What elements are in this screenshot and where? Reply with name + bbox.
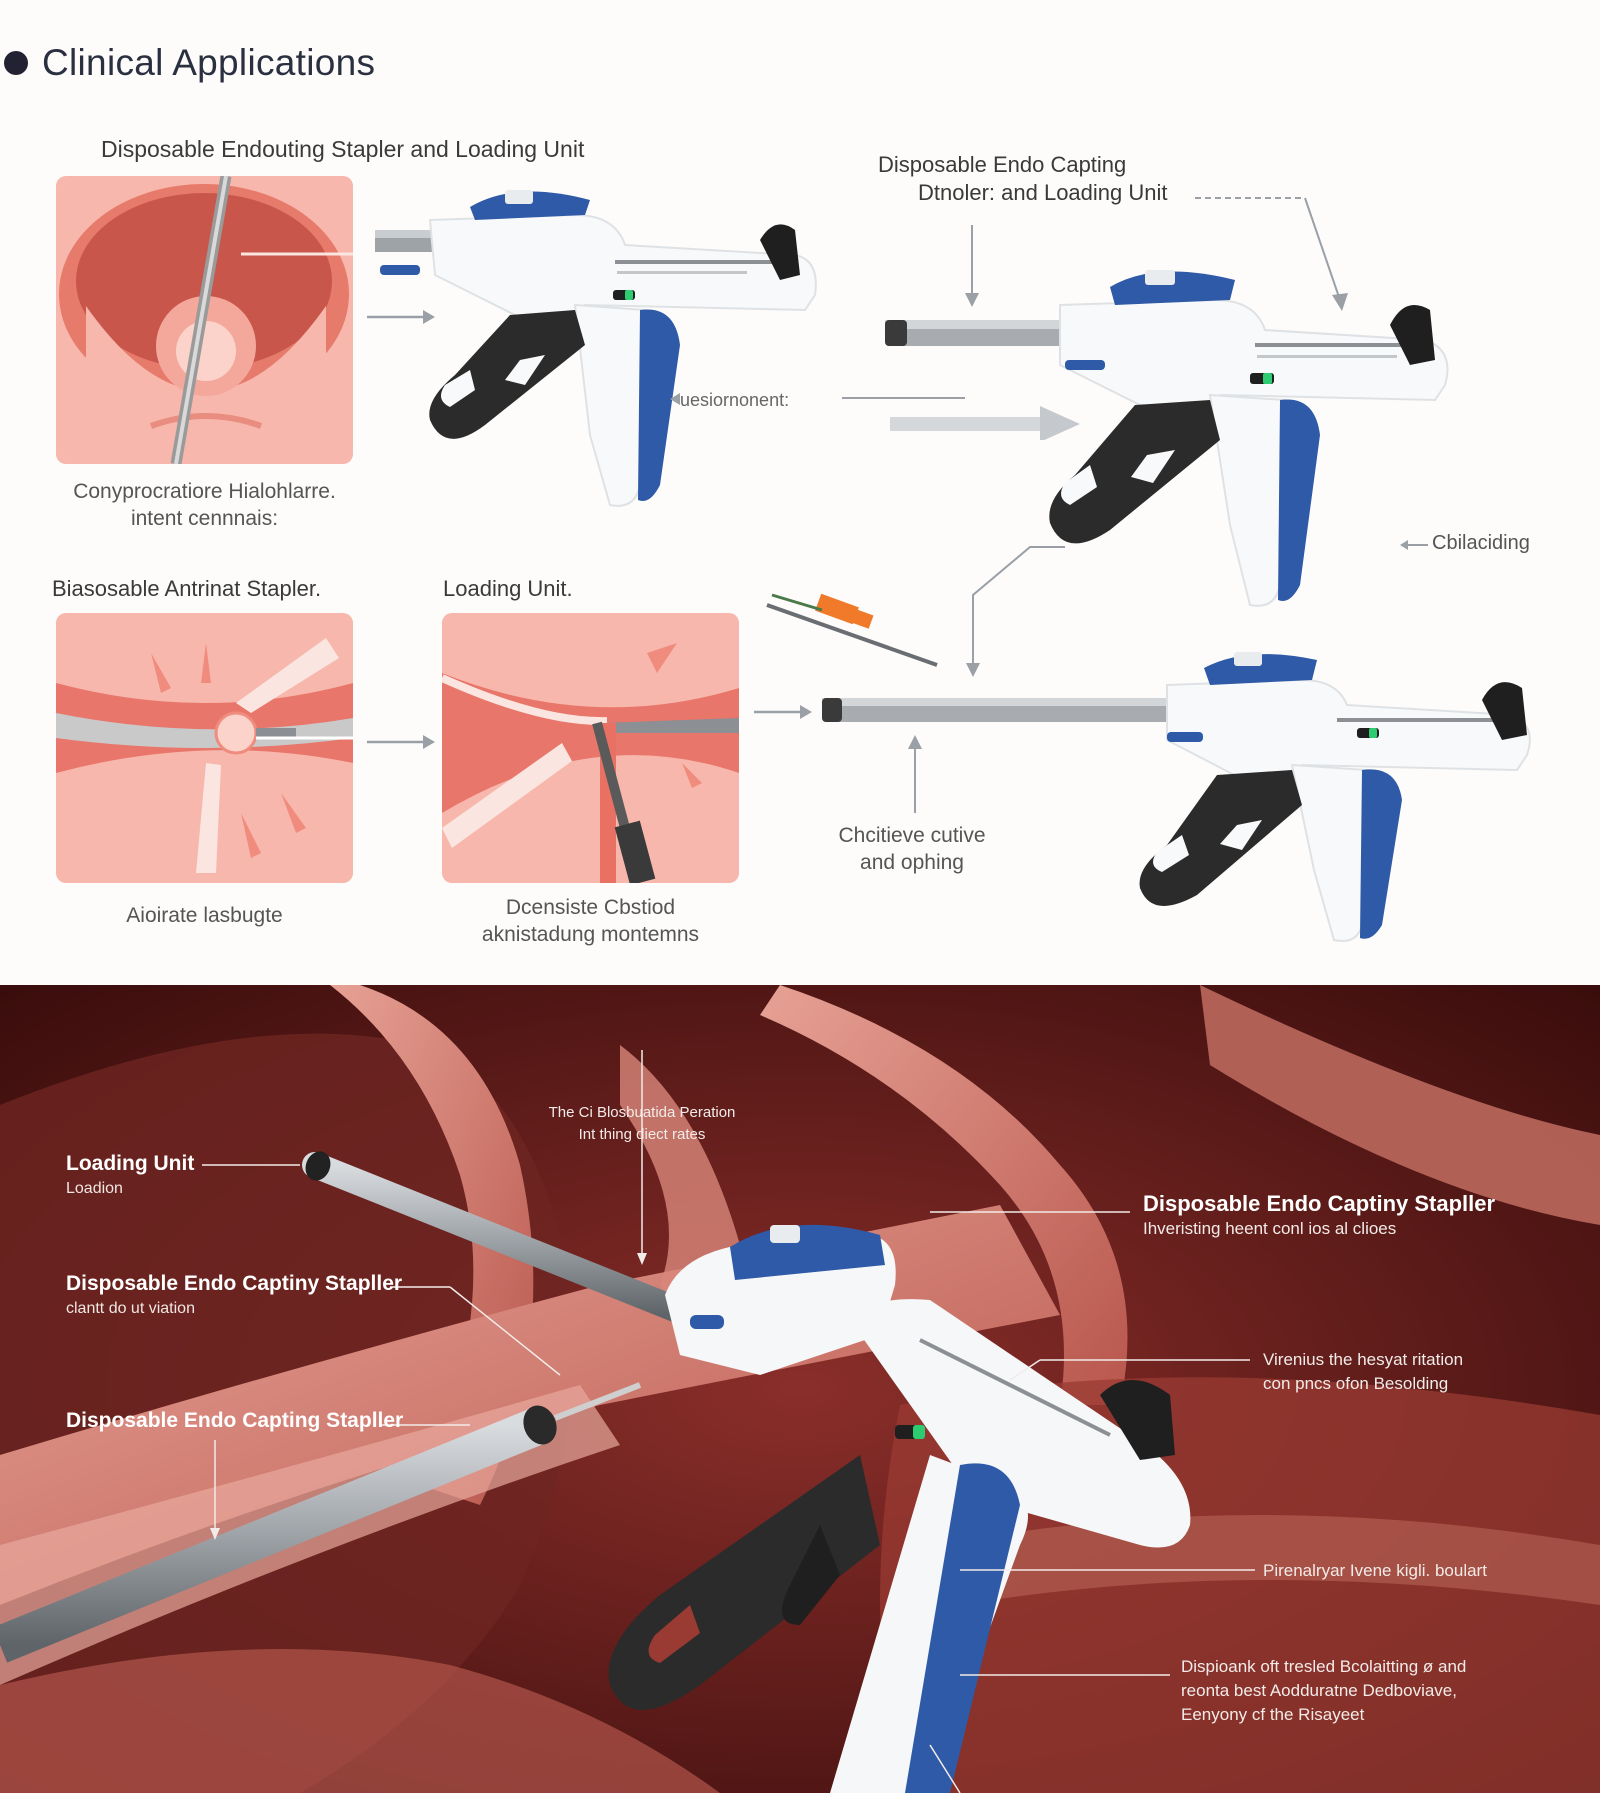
callout-right-4-line2: reonta best Aodduratne Dedboviave, [1181,1681,1457,1700]
arrow-icon-3 [754,705,812,719]
label-right-side: Cbilaciding [1432,532,1530,554]
label-stapler-loading-unit: Disposable Endouting Stapler and Loading… [101,136,585,162]
callout-right-4: Dispioank oft tresled Bcolaitting ø and … [1181,1655,1466,1727]
caption-1-line2: intent cennnais: [130,507,279,530]
callout-lines [202,1050,1255,1793]
callout-right-1-sub: Ihveristing heent conl ios al clioes [1143,1219,1397,1238]
caption-5: Chcitieve cutive and ophing [802,822,1022,876]
stapler-device-2 [885,270,1449,607]
callout-right-2: Virenius the hesyat ritation con pncs of… [1263,1348,1463,1396]
lower-shaft [0,1382,642,1663]
callout-stapler-1-heading: Disposable Endo Captiny Stapller [66,1272,403,1295]
big-arrow-icon [842,397,1080,440]
center-callout-line1: The Ci Blosbuatida Peration [548,1104,736,1121]
anatomy-panel-3 [56,613,353,883]
arrow-icon-2 [367,735,435,749]
top-section: Clinical Applications Disposable Endouti… [0,42,1531,948]
label-right-1: Disposable Endo Capting [878,152,1127,177]
caption-3: Aioirate lasbugte [126,904,283,927]
arrow-left-icon [1400,540,1428,550]
caption-4-line1: Dcensiste Cbstiod [505,896,676,919]
anatomy-illustration-4 [442,643,739,883]
callout-right-2-line1: Virenius the hesyat ritation [1263,1350,1464,1369]
upper-shaft [302,1151,703,1328]
stapler-device-1 [375,190,817,507]
label-loading-unit: Loading Unit. [443,576,573,601]
callout-right-3-text: Pirenalryar Ivene kigli. boulart [1263,1561,1487,1580]
callout-stapler-1-sub: clantt do ut viation [66,1300,195,1317]
label-stapler-3: Biasosable Antrinat Stapler. [52,576,322,601]
callout-stapler-2: Disposable Endo Capting Stapller [66,1409,403,1433]
callout-right-1-heading: Disposable Endo Captiny Stapller [1143,1191,1496,1216]
anatomy-illustration-3 [56,638,353,873]
caption-5-line2: and ophing [860,851,964,874]
caption-4: Dcensiste Cbstiod aknistadung montemns [442,894,739,948]
arrow-icon [367,310,435,324]
center-callout-line2: Int thing diect rates [578,1126,706,1143]
stapler-device-3 [822,652,1531,942]
callout-right-3: Pirenalryar Ivene kigli. boulart [1263,1559,1487,1583]
anatomy-panel-4 [442,613,739,883]
page-title: Clinical Applications [42,42,376,83]
tissue-background [0,985,1600,1793]
label-right-2: Dtnoler: and Loading Unit [918,180,1168,205]
section-header: Clinical Applications [0,42,375,84]
callout-right-1: Disposable Endo Captiny Stapller Ihveris… [1143,1191,1495,1241]
small-stapler-icon [766,593,938,667]
callout-loading-unit-heading: Loading Unit [66,1152,195,1175]
stapler-body [608,1224,1191,1793]
caption-5-line1: Chcitieve cutive [838,824,986,847]
callout-loading-unit-sub: Loadion [66,1180,123,1197]
anatomy-illustration-1 [59,176,353,464]
callout-right-4-line3: Eenyony cf the Risayeet [1181,1705,1365,1724]
caption-1-line1: Conyprocratiore Hialohlarre. [73,480,336,503]
callout-loading-unit: Loading Unit Loadion [66,1152,194,1198]
arrow-up-icon [908,735,922,813]
callout-stapler-2-heading: Disposable Endo Capting Stapller [66,1409,404,1432]
caption-1: Conyprocratiore Hialohlarre. intent cenn… [56,478,353,532]
center-callout: The Ci Blosbuatida Peration Int thing di… [549,1102,736,1146]
bullet-icon [4,51,28,75]
pointer-lines-icon [965,197,1348,311]
callout-right-2-line2: con pncs ofon Besolding [1263,1374,1449,1393]
label-mid-arrow: uesiornonent: [680,390,790,410]
caption-4-line2: aknistadung montemns [481,923,700,946]
surgical-scene: The Ci Blosbuatida Peration Int thing di… [0,985,1600,1793]
callout-right-4-line1: Dispioank oft tresled Bcolaitting ø and [1181,1657,1467,1676]
anatomy-panel-1 [56,176,353,464]
small-arrow-icon [670,393,680,405]
callout-stapler-1: Disposable Endo Captiny Stapller clantt … [66,1272,402,1318]
connector-line [966,546,1065,677]
